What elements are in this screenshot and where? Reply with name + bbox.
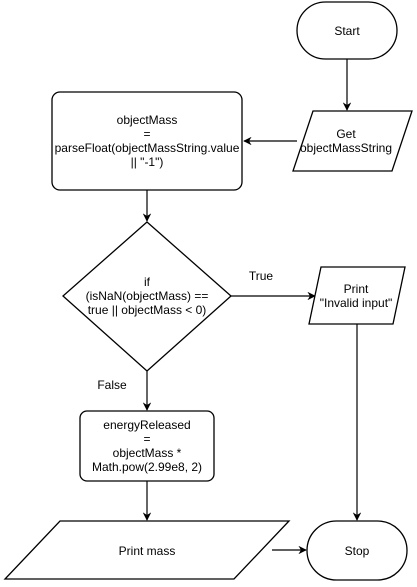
node-text-line: =	[143, 127, 150, 141]
parse-label: objectMass=parseFloat(objectMassString.v…	[55, 113, 240, 169]
start-terminator	[296, 1, 398, 60]
check-decision-diamond	[62, 221, 232, 372]
node-text-line: objectMassString	[300, 141, 392, 155]
node-text-line: Print	[344, 282, 369, 296]
node-text-line: Print mass	[119, 544, 176, 558]
node-text-line: parseFloat(objectMassString.value	[55, 141, 240, 155]
edges	[142, 59, 362, 555]
node-text-line: (isNaN(objectMass) ==	[86, 289, 209, 303]
node-text-line: Math.pow(2.99e8, 2)	[92, 460, 202, 474]
node-text-line: objectMass	[117, 113, 178, 127]
energy-process-box	[79, 410, 215, 482]
node-text-line: if	[144, 275, 151, 289]
stop-terminator	[306, 520, 408, 581]
start-label: Start	[334, 24, 360, 38]
node-text-line: =	[143, 432, 150, 446]
print-mass-parallelogram	[3, 520, 291, 580]
print-invalid-label: Print"Invalid input"	[320, 282, 393, 310]
true-edge-label: True	[249, 269, 274, 283]
node-text-line: energyReleased	[103, 418, 190, 432]
node-text-line: Start	[334, 24, 360, 38]
get-input-parallelogram	[292, 110, 413, 172]
node-text-line: true || objectMass < 0)	[88, 303, 207, 317]
print-invalid-parallelogram	[308, 266, 406, 325]
node-text-line: objectMass *	[113, 446, 182, 460]
parse-process-box	[51, 91, 243, 191]
node-text-line: Get	[336, 127, 356, 141]
energy-label: energyReleased=objectMass *Math.pow(2.99…	[92, 418, 202, 474]
print-mass-label: Print mass	[119, 544, 176, 558]
check-label: if(isNaN(objectMass) ==true || objectMas…	[86, 275, 209, 317]
stop-label: Stop	[345, 544, 370, 558]
false-edge-label: False	[97, 378, 127, 392]
node-text-line: Stop	[345, 544, 370, 558]
node-text-line: "Invalid input"	[320, 296, 393, 310]
node-text-line: || "-1")	[131, 155, 164, 169]
